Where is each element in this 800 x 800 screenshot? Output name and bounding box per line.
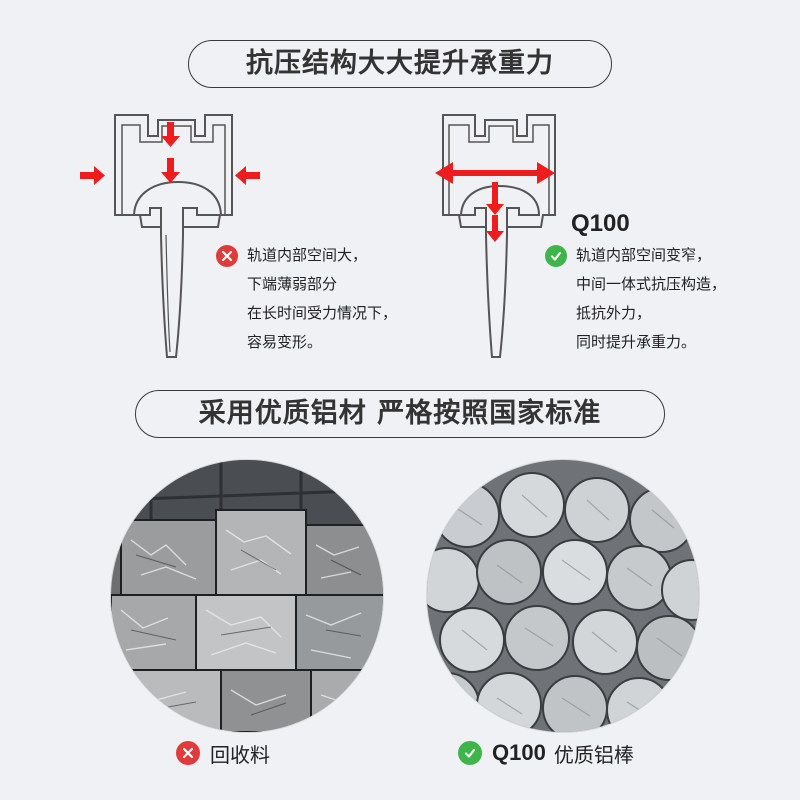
q100-rail-description: 轨道内部空间变窄， 中间一体式抗压构造， 抵抗外力， 同时提升承重力。 — [545, 241, 726, 357]
section-title-material: 采用优质铝材 严格按照国家标准 — [135, 390, 665, 438]
premium-caption: Q100 优质铝棒 — [458, 740, 634, 767]
section-title-structure: 抗压结构大大提升承重力 — [188, 40, 612, 88]
aluminum-rod-photo — [427, 460, 699, 732]
description-line: 抵抗外力， — [576, 304, 652, 322]
description-line: 容易变形。 — [247, 333, 323, 351]
old-rail-description: 轨道内部空间大， 下端薄弱部分 在长时间受力情况下， 容易变形。 — [216, 241, 397, 357]
arrow-icon — [435, 162, 555, 242]
description-line: 轨道内部空间大， — [247, 246, 368, 264]
description-line: 轨道内部空间变窄， — [576, 246, 712, 264]
description-line: 在长时间受力情况下， — [247, 304, 398, 322]
cross-icon — [176, 741, 200, 765]
check-icon — [545, 244, 567, 267]
description-line: 中间一体式抗压构造， — [576, 275, 727, 293]
rail-profile-q100 — [435, 114, 556, 358]
caption-text: 回收料 — [210, 742, 270, 767]
caption-text: 优质铝棒 — [553, 742, 634, 767]
description-line: 同时提升承重力。 — [576, 333, 697, 351]
rail-profile-old — [80, 114, 260, 358]
recycled-caption: 回收料 — [176, 740, 270, 767]
check-icon — [458, 741, 482, 765]
description-line: 下端薄弱部分 — [247, 275, 338, 293]
model-label: Q100 — [571, 210, 630, 237]
arrow-icon — [80, 122, 260, 185]
recycled-scrap-photo — [111, 460, 383, 732]
caption-model: Q100 — [492, 740, 546, 765]
cross-icon — [216, 244, 238, 267]
